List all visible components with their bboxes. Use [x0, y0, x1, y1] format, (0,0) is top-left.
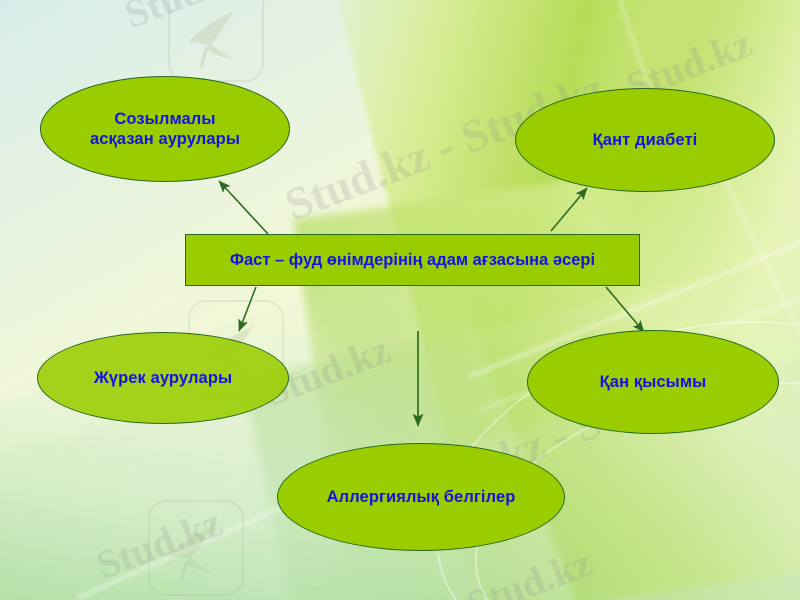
node-blood-pressure[interactable]: Қан қысымы [527, 330, 779, 434]
node-label: Жүрек аурулары [93, 368, 233, 387]
center-label: Фаст – фуд өнімдерінің адам ағзасына әсе… [229, 250, 596, 269]
node-label: Созылмалы асқазан аурулары [89, 109, 241, 148]
node-label: Қан қысымы [599, 372, 707, 391]
node-label: Аллергиялық белгілер [326, 487, 516, 506]
node-heart-diseases[interactable]: Жүрек аурулары [37, 332, 289, 424]
node-center-fastfood-effect[interactable]: Фаст – фуд өнімдерінің адам ағзасына әсе… [185, 234, 640, 286]
node-label: Қант диабеті [592, 130, 698, 149]
node-chronic-stomach[interactable]: Созылмалы асқазан аурулары [40, 76, 290, 182]
node-allergy-symptoms[interactable]: Аллергиялық белгілер [277, 443, 565, 551]
node-diabetes[interactable]: Қант диабеті [515, 88, 775, 192]
